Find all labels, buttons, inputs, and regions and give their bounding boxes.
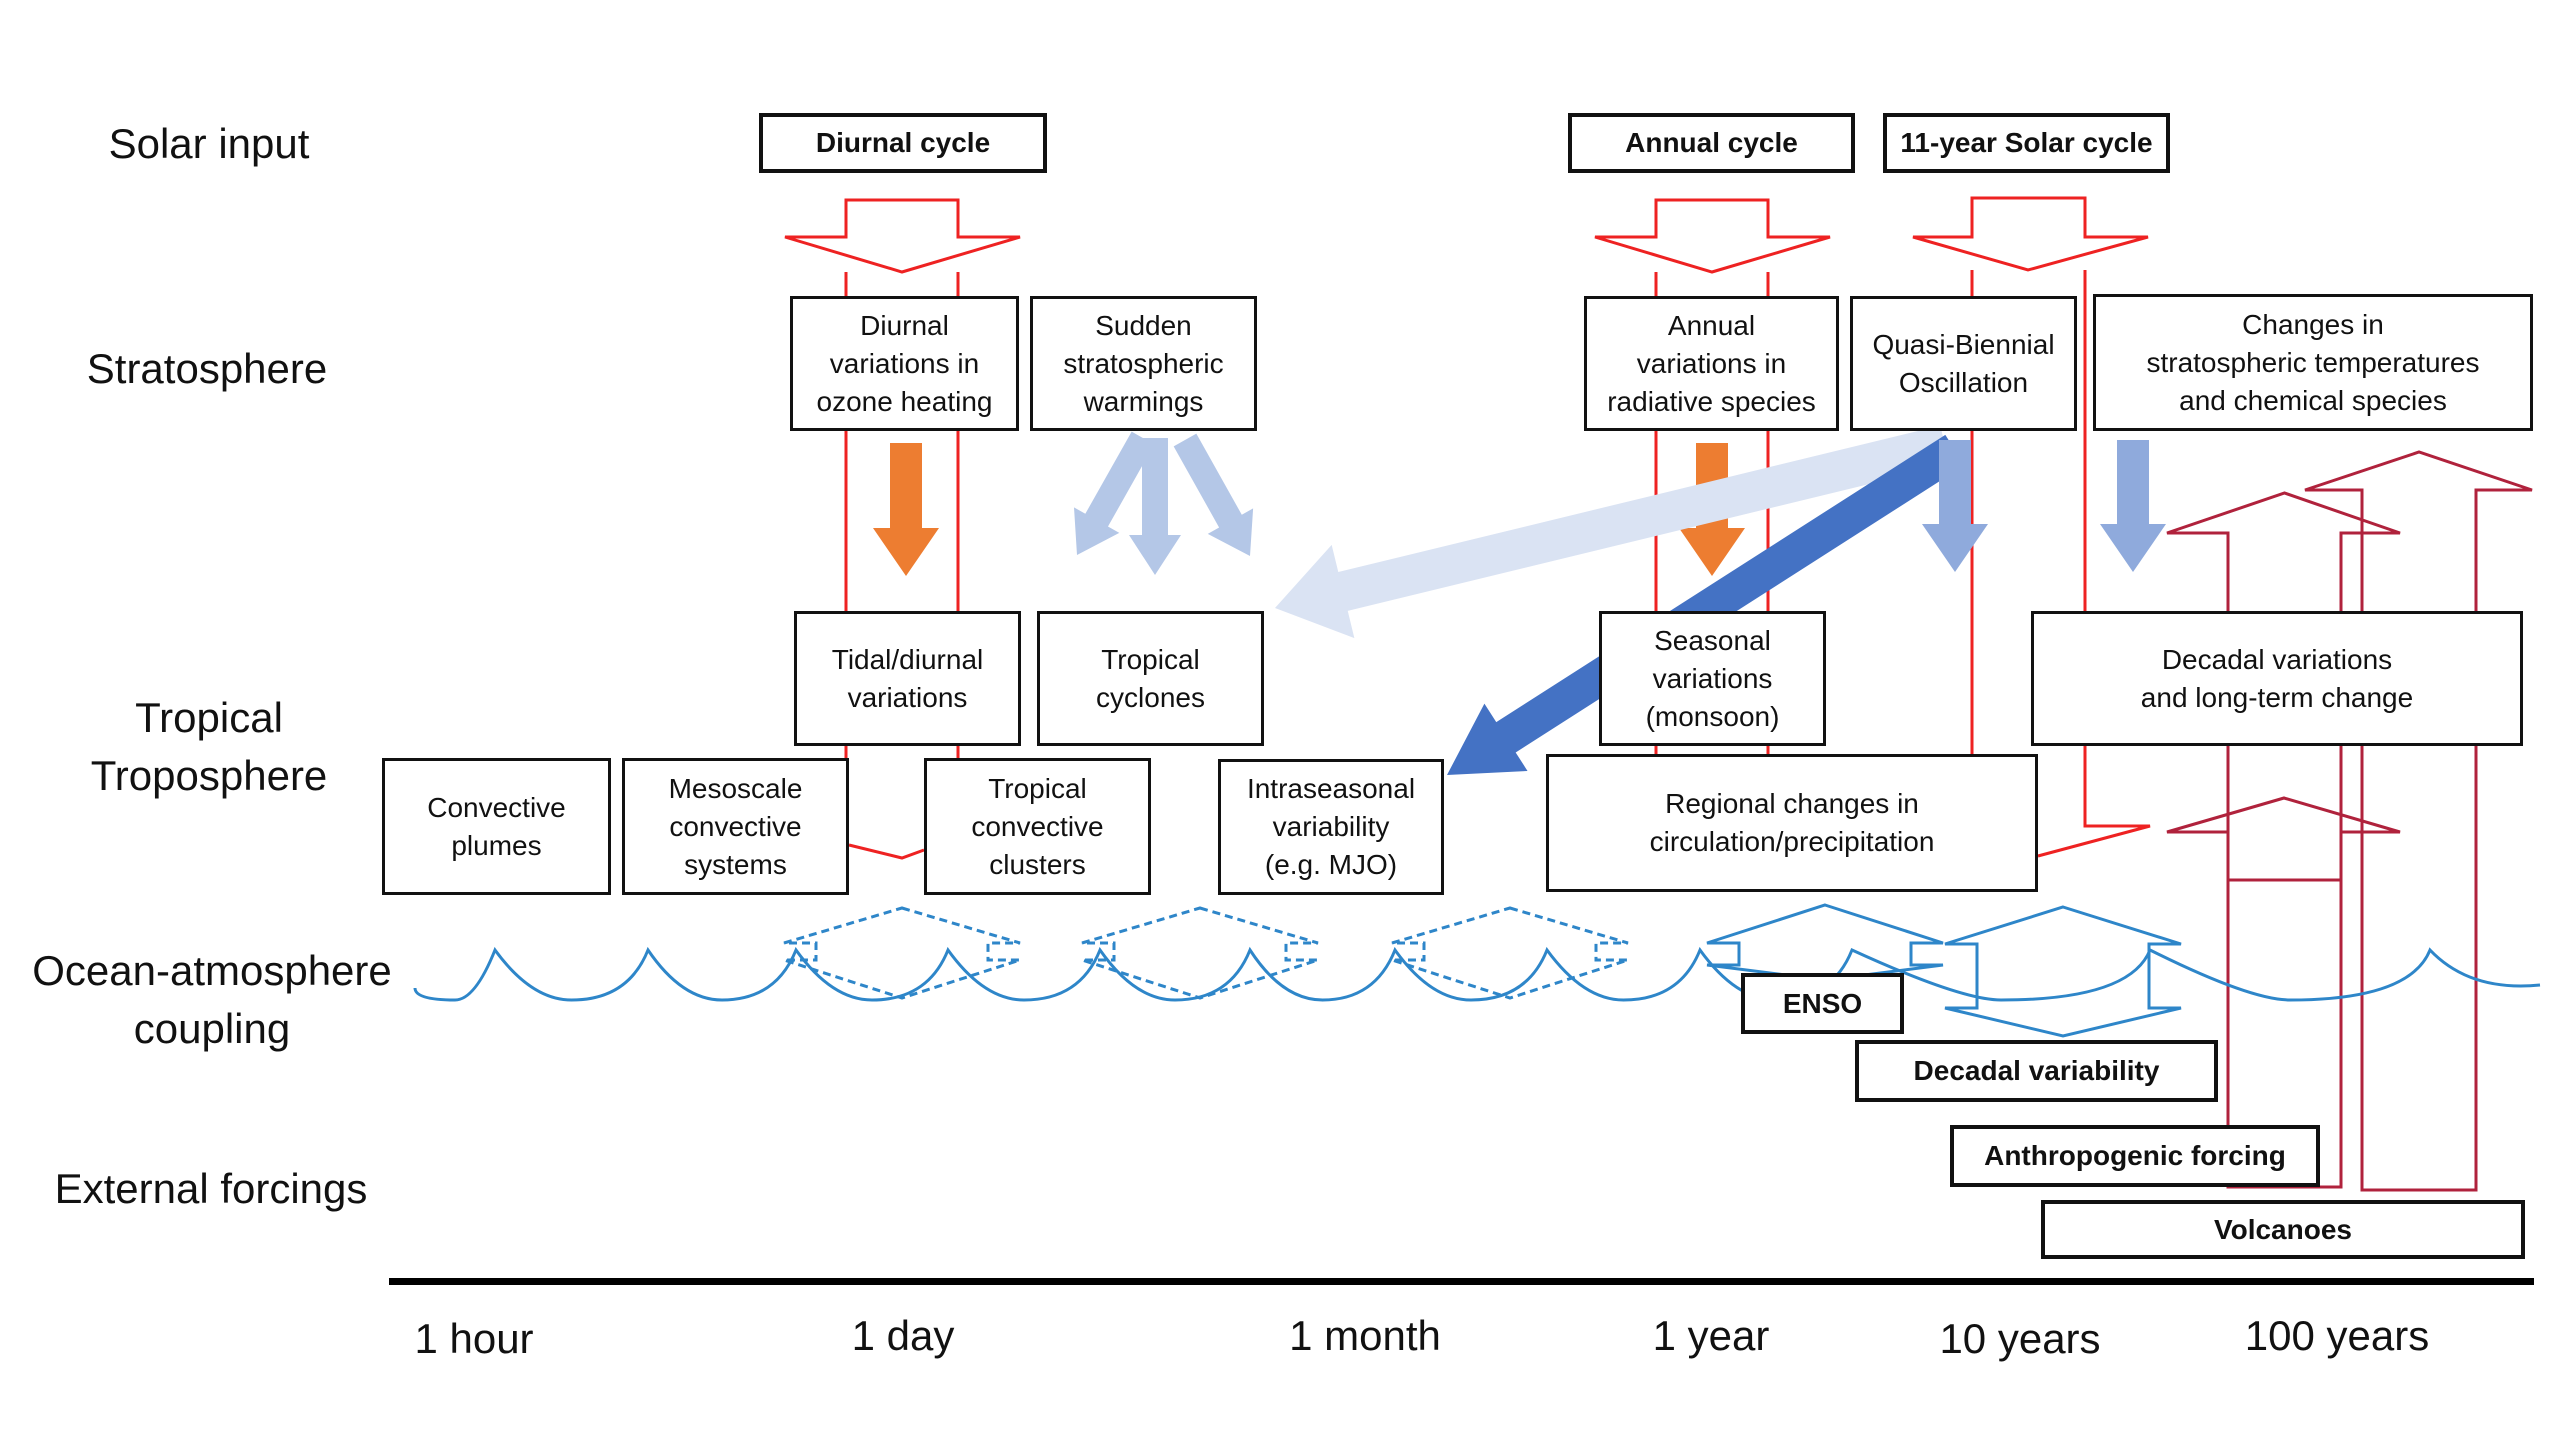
box-11-year-solar-cycle: 11-year Solar cycle [1883, 113, 2170, 173]
box-stratospheric-changes: Changes in stratospheric temperatures an… [2093, 294, 2533, 431]
axis-label-1-hour: 1 hour [414, 1315, 534, 1362]
ssw-arrow-center [1129, 438, 1181, 575]
coupling-arrow-1month-a [1081, 906, 1319, 1000]
box-quasi-biennial-oscillation: Quasi-Biennial Oscillation [1850, 296, 2077, 431]
ssw-arrow-right [1173, 433, 1254, 556]
box-intraseasonal-variability: Intraseasonal variability (e.g. MJO) [1218, 759, 1444, 895]
coupling-arrow-enso [1706, 903, 1944, 982]
qbo-arrow-to-tropical-cyclones [1275, 425, 1950, 639]
row-label-tropical-troposphere: Tropical Troposphere [90, 694, 328, 799]
box-diurnal-cycle: Diurnal cycle [759, 113, 1047, 173]
row-label-solar-input: Solar input [108, 120, 310, 167]
axis-label-1-day: 1 day [851, 1312, 955, 1359]
ocean-wave-line [413, 946, 2541, 1002]
forcing-arrow-volcanoes [2304, 450, 2533, 1192]
row-label-ocean-atmosphere-coupling: Ocean-atmosphere coupling [32, 947, 392, 1052]
box-mesoscale-convective-systems: Mesoscale convective systems [622, 758, 849, 895]
box-annual-radiative-species: Annual variations in radiative species [1584, 296, 1839, 431]
axis-label-100-years: 100 years [2244, 1312, 2430, 1359]
box-decadal-long-term-change: Decadal variations and long-term change [2031, 611, 2523, 746]
box-diurnal-ozone-heating: Diurnal variations in ozone heating [790, 296, 1019, 431]
ssw-arrow-left [1074, 431, 1155, 555]
box-seasonal-variations: Seasonal variations (monsoon) [1599, 611, 1826, 746]
solar-arrow-tip-diurnal [848, 843, 925, 860]
qbo-arrow-down [1922, 440, 1988, 572]
coupling-arrow-decadal [1944, 905, 2182, 1038]
box-sudden-stratospheric-warmings: Sudden stratospheric warmings [1030, 296, 1257, 431]
box-tropical-convective-clusters: Tropical convective clusters [924, 758, 1151, 895]
solar-arrow-head-annual [1594, 198, 1831, 274]
time-axis-line [389, 1278, 2534, 1285]
coupling-arrow-1month-b [1391, 906, 1629, 1000]
box-volcanoes: Volcanoes [2041, 1200, 2525, 1259]
box-convective-plumes: Convective plumes [382, 758, 611, 895]
box-tropical-cyclones: Tropical cyclones [1037, 611, 1264, 746]
strat-changes-arrow-down [2100, 440, 2166, 572]
qbo-arrow-to-intraseasonal [1447, 434, 1965, 775]
row-label-stratosphere: Stratosphere [86, 345, 328, 392]
box-enso: ENSO [1741, 973, 1904, 1034]
row-label-external-forcings: External forcings [54, 1165, 368, 1212]
box-tidal-diurnal-variations: Tidal/diurnal variations [794, 611, 1021, 746]
axis-label-10-years: 10 years [1939, 1315, 2101, 1362]
box-anthropogenic-forcing: Anthropogenic forcing [1950, 1125, 2320, 1187]
solar-arrow-head-11yr [1912, 196, 2149, 272]
orange-arrow-diurnal [873, 443, 939, 576]
box-annual-cycle: Annual cycle [1568, 113, 1855, 173]
solar-arrow-head-diurnal [784, 198, 1021, 274]
forcing-arrowhead-lower [2166, 796, 2401, 882]
axis-label-1-year: 1 year [1652, 1312, 1770, 1359]
box-regional-changes: Regional changes in circulation/precipit… [1546, 754, 2038, 892]
box-decadal-variability: Decadal variability [1855, 1040, 2218, 1102]
forcing-arrow-anthropogenic [2166, 491, 2401, 1189]
axis-label-1-month: 1 month [1289, 1312, 1441, 1359]
coupling-arrow-1day [783, 906, 1021, 1000]
